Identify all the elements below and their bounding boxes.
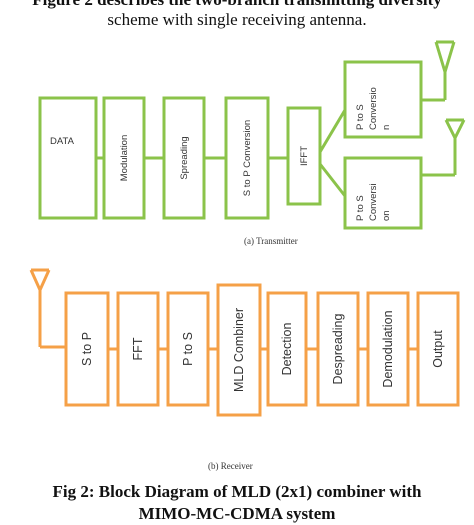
intro-line-2: scheme with single receiving antenna. xyxy=(107,10,367,29)
transmitter-caption: (a) Transmitter xyxy=(244,236,298,246)
rx-p-to-s-block xyxy=(166,291,210,407)
receiver-diagram: S to P FFT P to S MLD Combiner Detection… xyxy=(29,268,460,471)
rx-output-block xyxy=(416,291,460,407)
tx-data-block xyxy=(38,96,98,220)
tx-spreading-label: Spreading xyxy=(179,136,190,179)
transmitter-diagram: DATA Modulation Spreading S to P Convers… xyxy=(38,40,466,246)
intro-line-1: Figure 2 describes the two-branch transm… xyxy=(0,0,474,10)
tx-p-to-s-bottom-label: on xyxy=(381,210,392,221)
rx-detection-block xyxy=(266,291,308,407)
rx-mld-combiner-block xyxy=(216,283,262,417)
tx-p-to-s-bottom-label: Conversi xyxy=(368,184,379,222)
rx-p-to-s-label: P to S xyxy=(181,332,195,366)
tx-ifft-block xyxy=(286,106,322,206)
tx-s-to-p-label: S to P Conversion xyxy=(242,120,253,196)
tx-s-to-p-block xyxy=(224,96,270,220)
block-diagram: DATA Modulation Spreading S to P Convers… xyxy=(29,40,466,471)
figure-caption-line-1: Fig 2: Block Diagram of MLD (2x1) combin… xyxy=(52,482,422,501)
tx-modulation-label: Modulation xyxy=(119,135,130,181)
tx-p-to-s-bottom-label: P to S xyxy=(355,195,366,221)
rx-demodulation-label: Demodulation xyxy=(381,310,395,387)
tx-p-to-s-top-label: Conversio xyxy=(368,87,379,130)
tx-antenna-icon xyxy=(434,40,456,73)
rx-s-to-p-block xyxy=(64,291,110,407)
rx-despreading-block xyxy=(316,291,360,407)
rx-antenna-icon xyxy=(29,268,51,291)
tx-p-to-s-bottom-block xyxy=(343,156,423,230)
tx-modulation-block xyxy=(102,96,146,220)
tx-link xyxy=(318,163,347,197)
rx-detection-label: Detection xyxy=(280,323,294,376)
rx-demodulation-block xyxy=(366,291,410,407)
rx-output-label: Output xyxy=(431,330,445,368)
tx-antenna-icon xyxy=(444,118,466,139)
tx-p-to-s-top-block xyxy=(343,60,423,139)
rx-mld-combiner-label: MLD Combiner xyxy=(232,308,246,392)
receiver-caption: (b) Receiver xyxy=(208,461,253,471)
rx-s-to-p-label: S to P xyxy=(80,332,94,366)
figure-caption-line-2: MIMO-MC-CDMA system xyxy=(138,504,336,523)
rx-fft-label: FFT xyxy=(131,337,145,360)
tx-p-to-s-top-label: P to S xyxy=(355,104,366,130)
tx-p-to-s-top-label: n xyxy=(381,125,392,130)
rx-fft-block xyxy=(116,291,160,407)
tx-spreading-block xyxy=(162,96,206,220)
tx-data-label: DATA xyxy=(50,136,75,147)
tx-ifft-label: IFFT xyxy=(299,146,310,166)
rx-despreading-label: Despreading xyxy=(331,314,345,385)
tx-link xyxy=(318,109,347,153)
